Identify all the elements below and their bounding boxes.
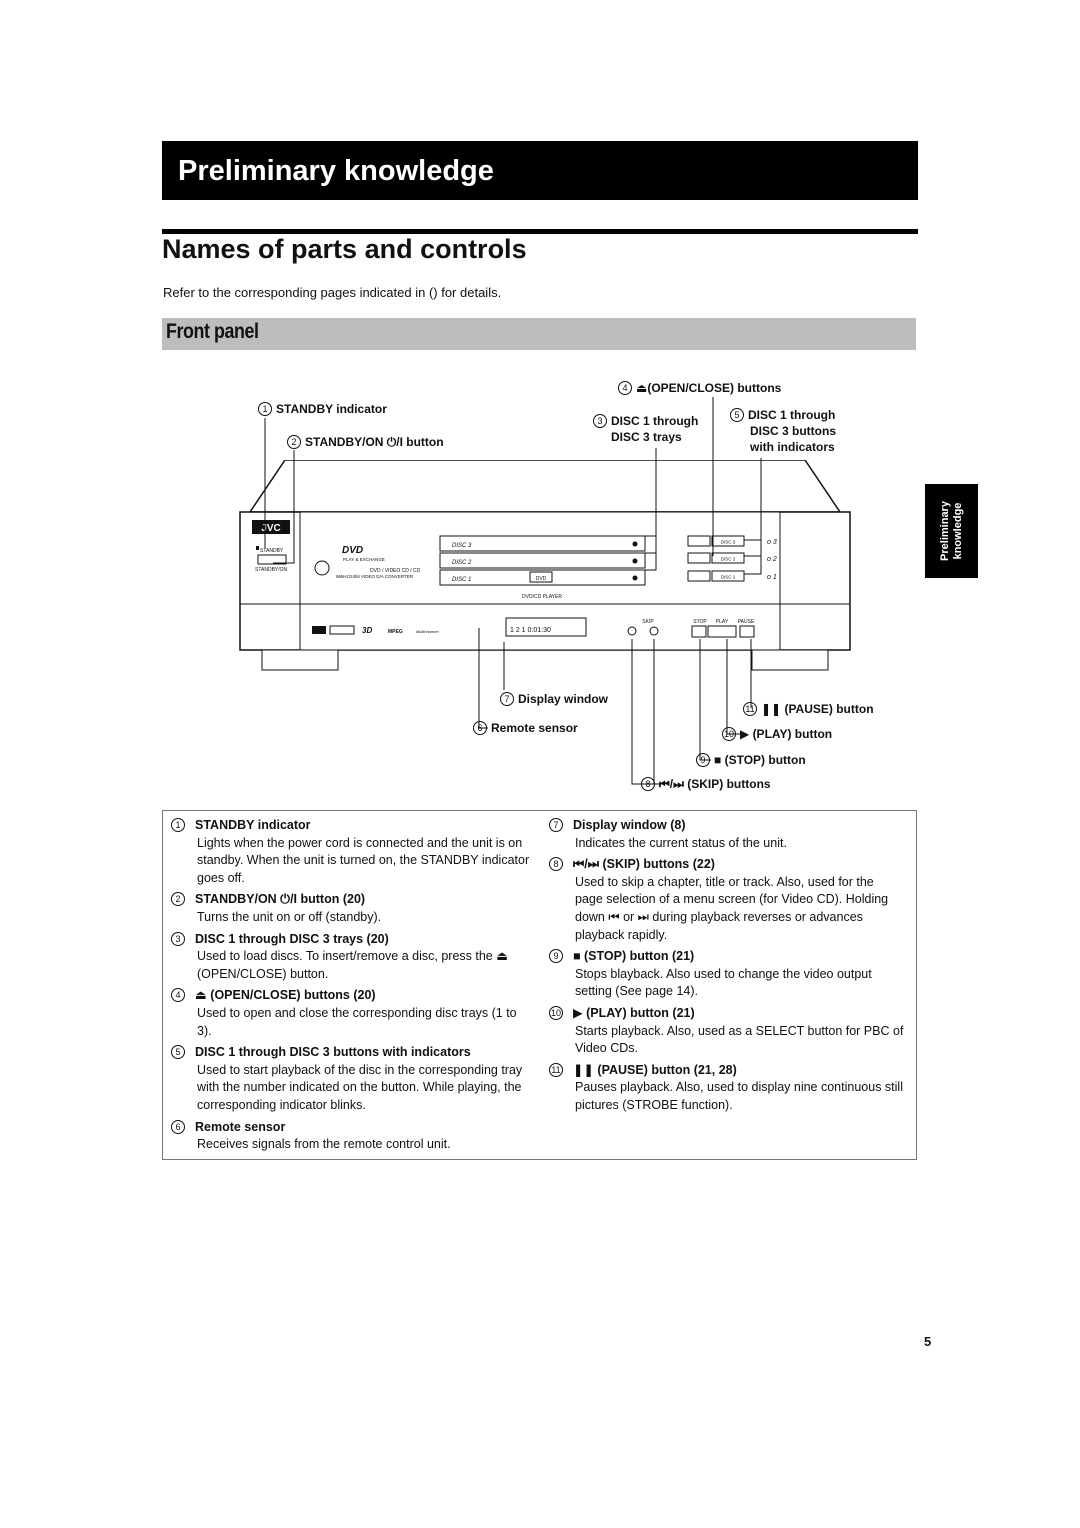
callout-pause: 11❚❚ (PAUSE) button bbox=[743, 701, 874, 717]
disc-tray-3 bbox=[439, 535, 646, 552]
svg-text:DISC 1: DISC 1 bbox=[452, 577, 471, 583]
standby-label: STANDBY bbox=[260, 548, 284, 554]
callout-play: 10▶ (PLAY) button bbox=[722, 727, 833, 741]
desc-item: 11❚❚ (PAUSE) button (21, 28)Pauses playb… bbox=[549, 1062, 905, 1115]
leader-lines bbox=[264, 397, 762, 785]
brand-logo: JVC bbox=[261, 523, 280, 534]
format-line1: DVD / VIDEO CD / CD bbox=[370, 568, 421, 574]
chapter-banner bbox=[162, 141, 918, 200]
side-tab: Preliminary knowledge bbox=[925, 484, 978, 578]
svg-text:DVD: DVD bbox=[536, 576, 547, 582]
front-panel-illustration: JVC STANDBY STANDBY/ON DVD PLAY & EXCHAN… bbox=[239, 460, 851, 671]
svg-text:DISC 1: DISC 1 bbox=[721, 575, 736, 580]
svg-text:DISC 2: DISC 2 bbox=[721, 557, 736, 562]
subhead-bar bbox=[162, 318, 916, 350]
chapter-title: Preliminary knowledge bbox=[178, 155, 494, 187]
svg-text:3D: 3D bbox=[362, 626, 372, 635]
svg-text:o 3: o 3 bbox=[767, 539, 777, 546]
svg-text:DISC 2: DISC 2 bbox=[452, 560, 472, 566]
svg-text:MPEG: MPEG bbox=[388, 629, 403, 635]
callout-open-close: 4⏏(OPEN/CLOSE) buttons bbox=[618, 380, 781, 396]
svg-text:SKIP: SKIP bbox=[642, 619, 654, 625]
page-number: 5 bbox=[924, 1334, 932, 1349]
format-line2: 96kHz/24bit VIDEO D/A CONVERTER bbox=[336, 574, 414, 579]
exchange-label: PLAY & EXCHANGE bbox=[343, 557, 385, 562]
subhead-front-panel: Front panel bbox=[166, 320, 259, 343]
section-rule bbox=[162, 229, 918, 234]
svg-text:o 1: o 1 bbox=[767, 574, 777, 581]
svg-text:Multichannel: Multichannel bbox=[416, 629, 439, 634]
svg-text:DISC 3: DISC 3 bbox=[452, 543, 472, 549]
svg-text:STOP: STOP bbox=[693, 619, 707, 625]
desc-item: 4⏏ (OPEN/CLOSE) buttons (20)Used to open… bbox=[171, 987, 531, 1040]
disc-tray-2 bbox=[439, 552, 646, 569]
display-window bbox=[505, 617, 587, 637]
intro-text: Refer to the corresponding pages indicat… bbox=[163, 285, 502, 300]
svg-text:o 2: o 2 bbox=[767, 556, 777, 563]
desc-item: 9■ (STOP) button (21)Stops blayback. Als… bbox=[549, 948, 905, 1001]
display-readout: 1 2 1 0:01:30 bbox=[510, 627, 551, 634]
player-label: DVD/CD PLAYER bbox=[522, 594, 562, 600]
standby-on-label: STANDBY/ON bbox=[255, 567, 288, 573]
callout-stop: 9■ (STOP) button bbox=[696, 752, 806, 768]
svg-text:PLAY: PLAY bbox=[716, 619, 729, 625]
dvd-logo: DVD bbox=[342, 545, 363, 556]
svg-text:DISC 3: DISC 3 bbox=[721, 540, 736, 545]
standby-led bbox=[256, 546, 259, 550]
svg-text:PAUSE: PAUSE bbox=[738, 619, 755, 625]
desc-item: 8⏮/⏭ (SKIP) buttons (22)Used to skip a c… bbox=[549, 856, 905, 944]
callout-skip: 8⏮/⏭ (SKIP) buttons bbox=[641, 776, 771, 792]
standby-on-button bbox=[257, 554, 287, 565]
desc-item: 10▶ (PLAY) button (21)Starts playback. A… bbox=[549, 1005, 904, 1056]
section-title: Names of parts and controls bbox=[162, 234, 527, 264]
